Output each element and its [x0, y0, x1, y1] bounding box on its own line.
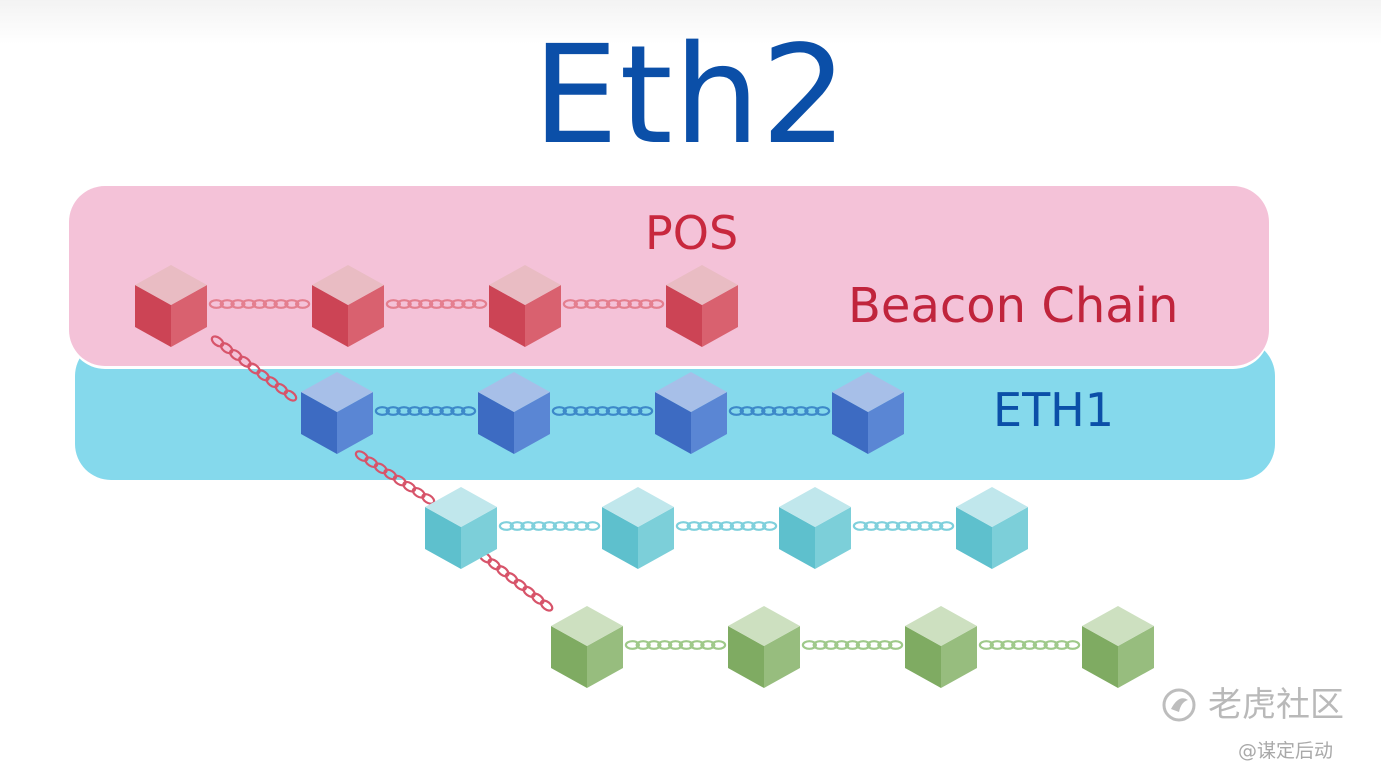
beacon-chain-block-1: [135, 265, 207, 347]
watermark-brand: 老虎社区: [1208, 685, 1344, 725]
cross-link-3: [478, 551, 554, 612]
shard-chain-cyan-link-3: [852, 521, 955, 531]
shard-chain-green-block-4: [1082, 606, 1154, 688]
shard-chain-green-block-1: [551, 606, 623, 688]
tiger-community-logo-icon: [1162, 688, 1196, 722]
shard-chain-cyan-block-2: [602, 487, 674, 569]
cross-link-2: [354, 450, 436, 505]
eth1-chain-link-3: [728, 406, 831, 416]
page-title: Eth2: [532, 17, 849, 175]
shard-chain-cyan-link-2: [675, 521, 778, 531]
eth1-chain-block-1: [301, 372, 373, 454]
cross-link-1: [210, 335, 298, 402]
beacon-chain-link-1: [208, 299, 311, 309]
shard-chain-green-link-3: [978, 640, 1081, 650]
eth1-chain-link-1: [374, 406, 477, 416]
shard-chain-cyan: [425, 487, 1028, 569]
eth1-chain-block-2: [478, 372, 550, 454]
beacon-chain-link-3: [562, 299, 665, 309]
beacon-chain-label: Beacon Chain: [848, 278, 1179, 334]
shard-chain-cyan-link-1: [498, 521, 601, 531]
eth1-label: ETH1: [993, 383, 1115, 437]
beacon-chain-block-3: [489, 265, 561, 347]
watermark-handle: @谋定后动: [1238, 740, 1334, 762]
eth1-chain: [301, 372, 904, 454]
beacon-chain-block-4: [666, 265, 738, 347]
beacon-chain-block-2: [312, 265, 384, 347]
shard-chain-cyan-block-3: [779, 487, 851, 569]
top-band: [0, 0, 1381, 44]
shard-chain-green-link-2: [801, 640, 904, 650]
shard-chain-cyan-block-4: [956, 487, 1028, 569]
beacon-chain-link-2: [385, 299, 488, 309]
shard-chain-green-block-2: [728, 606, 800, 688]
eth1-chain-link-2: [551, 406, 654, 416]
eth1-chain-block-3: [655, 372, 727, 454]
shard-chain-green-link-1: [624, 640, 727, 650]
shard-chain-cyan-block-1: [425, 487, 497, 569]
pos-band: [69, 186, 1269, 366]
eth1-chain-block-4: [832, 372, 904, 454]
watermark-logo: 老虎社区: [1162, 688, 1344, 722]
pos-label: POS: [645, 206, 739, 260]
shard-chain-green-block-3: [905, 606, 977, 688]
shard-chain-green: [551, 606, 1154, 688]
beacon-chain: [135, 265, 738, 347]
